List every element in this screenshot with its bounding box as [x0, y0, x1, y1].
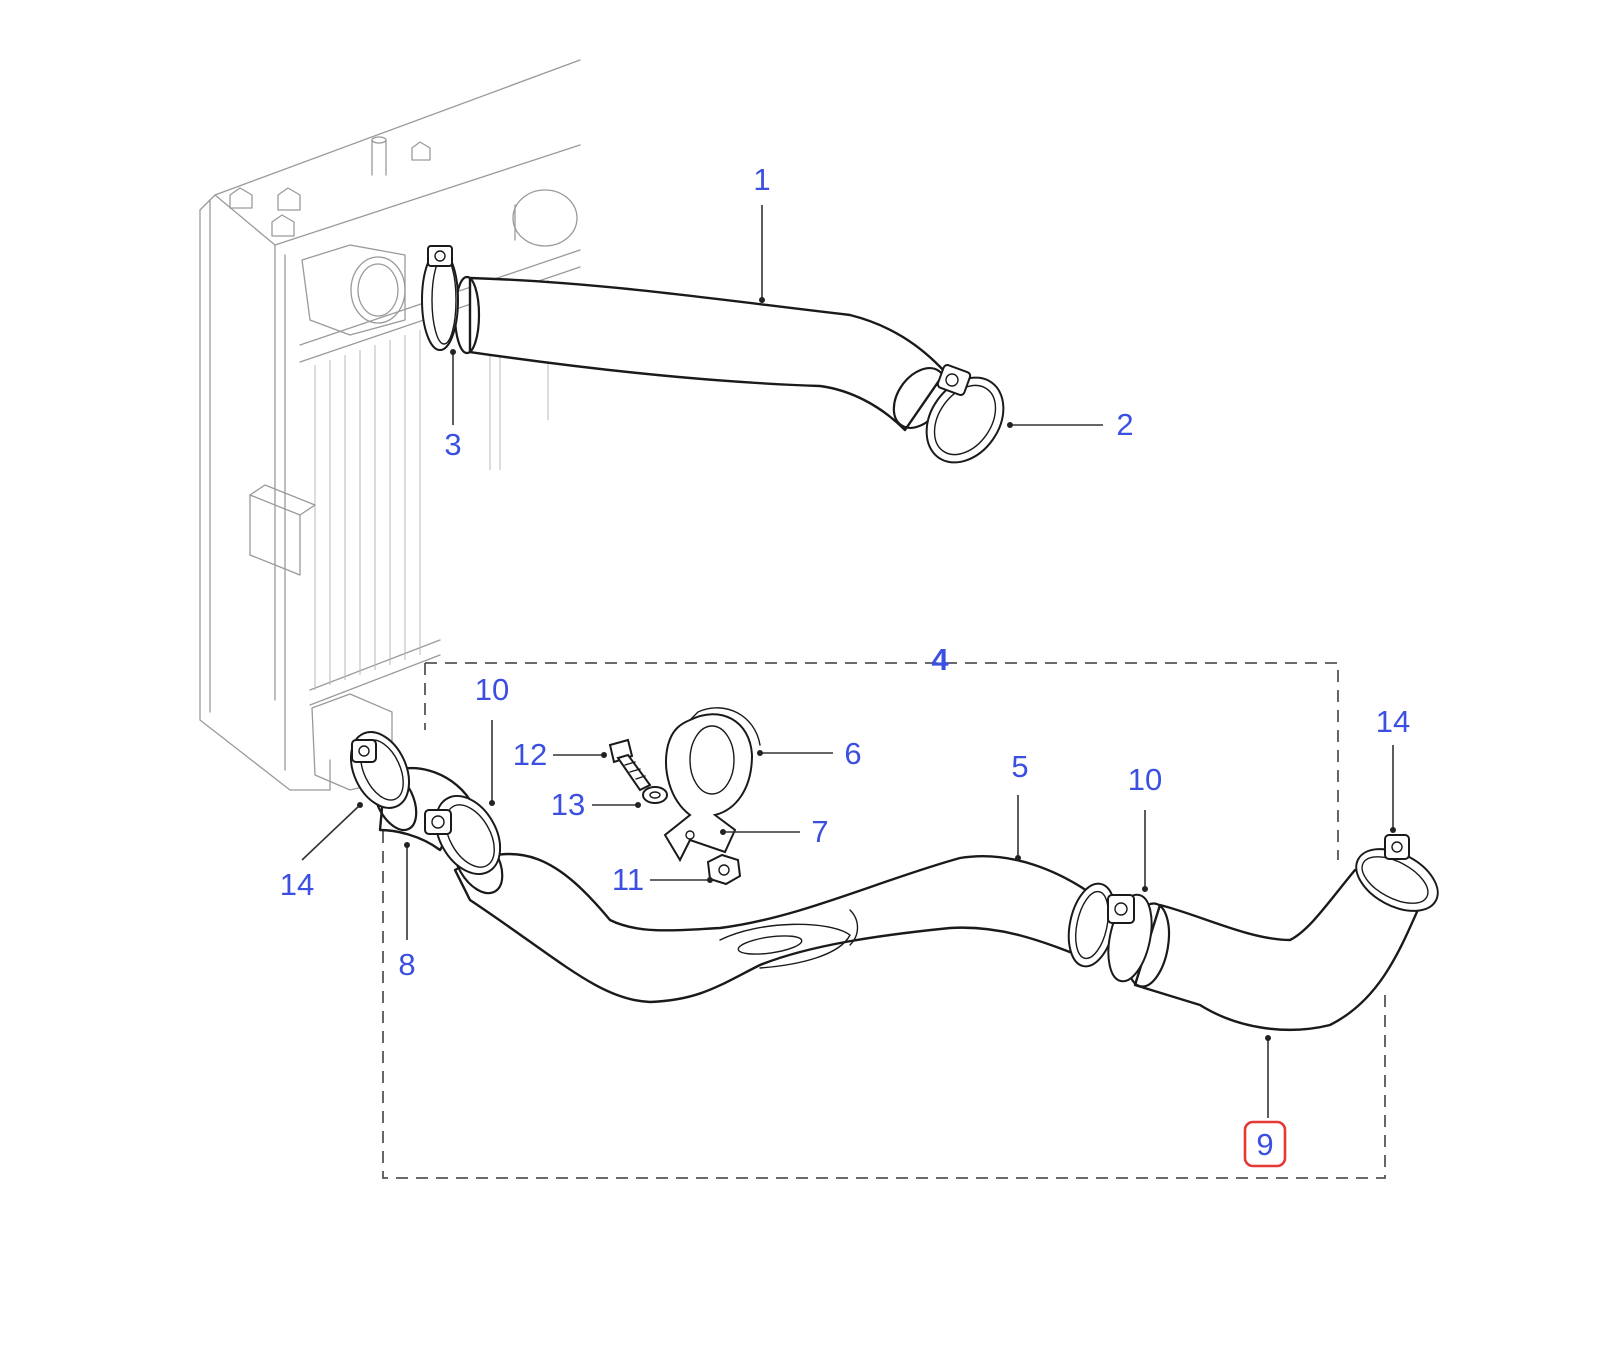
hose-clamp-14-left	[349, 731, 411, 809]
callout-10-left: 10	[475, 672, 509, 707]
callout-labels: 1 2 3 4 5 6 7 8 9 10 10 11 12 13 14 14	[280, 162, 1410, 1168]
lower-hose-section-5	[452, 829, 1102, 1004]
leader-lines	[301, 205, 1396, 1118]
callout-1: 1	[753, 162, 770, 197]
radiator	[199, 59, 581, 791]
hose-clamp-14-right	[1355, 834, 1439, 912]
hose-clamp-3	[421, 245, 459, 351]
callout-5: 5	[1011, 749, 1028, 784]
hose-clamp-10-middle	[1067, 882, 1153, 983]
upper-hose	[453, 275, 948, 432]
callout-4: 4	[931, 642, 949, 677]
hose-clamp-10-left	[424, 795, 502, 875]
bolt-12	[608, 738, 652, 792]
lower-hose-section-9	[1125, 868, 1422, 1032]
callout-14-left: 14	[280, 867, 314, 902]
callout-2: 2	[1116, 407, 1133, 442]
callout-12: 12	[513, 737, 547, 772]
callout-10-middle: 10	[1128, 762, 1162, 797]
mounting-bracket	[663, 707, 761, 863]
callout-6: 6	[844, 736, 861, 771]
callout-3: 3	[444, 427, 461, 462]
assembly-group-box	[382, 662, 1386, 1179]
callout-7: 7	[811, 814, 828, 849]
callout-8: 8	[398, 947, 415, 982]
highlight-box	[1243, 1120, 1287, 1168]
callout-13: 13	[551, 787, 585, 822]
washer-13	[642, 786, 668, 804]
hose-clamp-2	[925, 364, 1005, 464]
callout-9: 9	[1256, 1127, 1273, 1162]
callout-11: 11	[612, 862, 644, 897]
callout-14-right: 14	[1376, 704, 1410, 739]
